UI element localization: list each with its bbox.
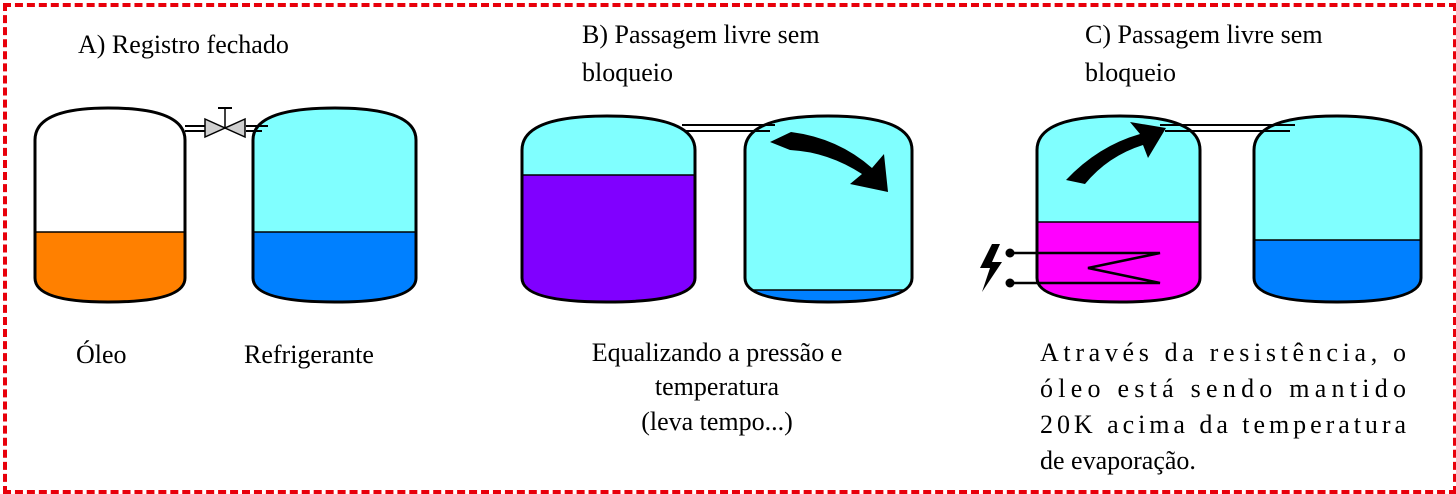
panel-c-caption-line3: 20K acima da temperatura bbox=[1040, 410, 1406, 439]
panel-b-caption-line2: temperatura bbox=[655, 372, 780, 401]
heater-coil-icon bbox=[1005, 248, 1161, 288]
panel-b-caption-line1: Equalizando a pressão e bbox=[592, 338, 843, 367]
panel-c-title-line2: bloqueio bbox=[1085, 58, 1176, 87]
connecting-pipe-a bbox=[185, 125, 268, 132]
oil-tank bbox=[33, 106, 187, 304]
connecting-pipe-c bbox=[1160, 124, 1295, 132]
panel-c-caption-line1: Através da resistência, o bbox=[1040, 338, 1406, 367]
refrigerant-label: Refrigerante bbox=[244, 340, 374, 369]
panel-c-caption-line2: óleo está sendo mantido bbox=[1040, 374, 1406, 403]
panel-c-caption-line4: de evaporação. bbox=[1040, 446, 1196, 475]
mixture-tank bbox=[520, 114, 697, 304]
vapor-tank-b bbox=[743, 114, 914, 304]
oil-level bbox=[35, 232, 185, 302]
refrigerant-level-c bbox=[1254, 240, 1421, 302]
lightning-icon bbox=[980, 244, 1002, 292]
refrigerant-residue-level bbox=[745, 290, 912, 302]
panel-a-title: A) Registro fechado bbox=[78, 30, 289, 59]
panel-b-title-line1: B) Passagem livre sem bbox=[582, 20, 820, 49]
panel-a: A) Registro fechado bbox=[33, 30, 418, 369]
curved-arrow-icon bbox=[1066, 122, 1166, 184]
panel-b-title-line2: bloqueio bbox=[582, 58, 673, 87]
dashed-border-frame bbox=[3, 3, 1456, 494]
panel-c: C) Passagem livre sem bloqueio bbox=[980, 20, 1423, 475]
oil-refrigerant-mix-level bbox=[522, 175, 695, 302]
refrigerant-tank-c bbox=[1252, 114, 1423, 304]
panel-c-title-line1: C) Passagem livre sem bbox=[1085, 20, 1323, 49]
panel-b-caption-line3: (leva tempo...) bbox=[641, 407, 793, 436]
curved-arrow-icon bbox=[770, 132, 888, 192]
refrigerant-level bbox=[253, 232, 416, 302]
refrigerant-tank bbox=[251, 106, 418, 304]
heated-oil-tank bbox=[1035, 114, 1202, 304]
panel-c-caption: Através da resistência, o óleo está send… bbox=[1040, 338, 1406, 475]
panel-b: B) Passagem livre sem bloqueio Equali bbox=[520, 20, 914, 436]
oil-label: Óleo bbox=[76, 340, 127, 369]
valve-icon bbox=[204, 107, 246, 139]
connecting-pipe-b bbox=[682, 124, 775, 132]
